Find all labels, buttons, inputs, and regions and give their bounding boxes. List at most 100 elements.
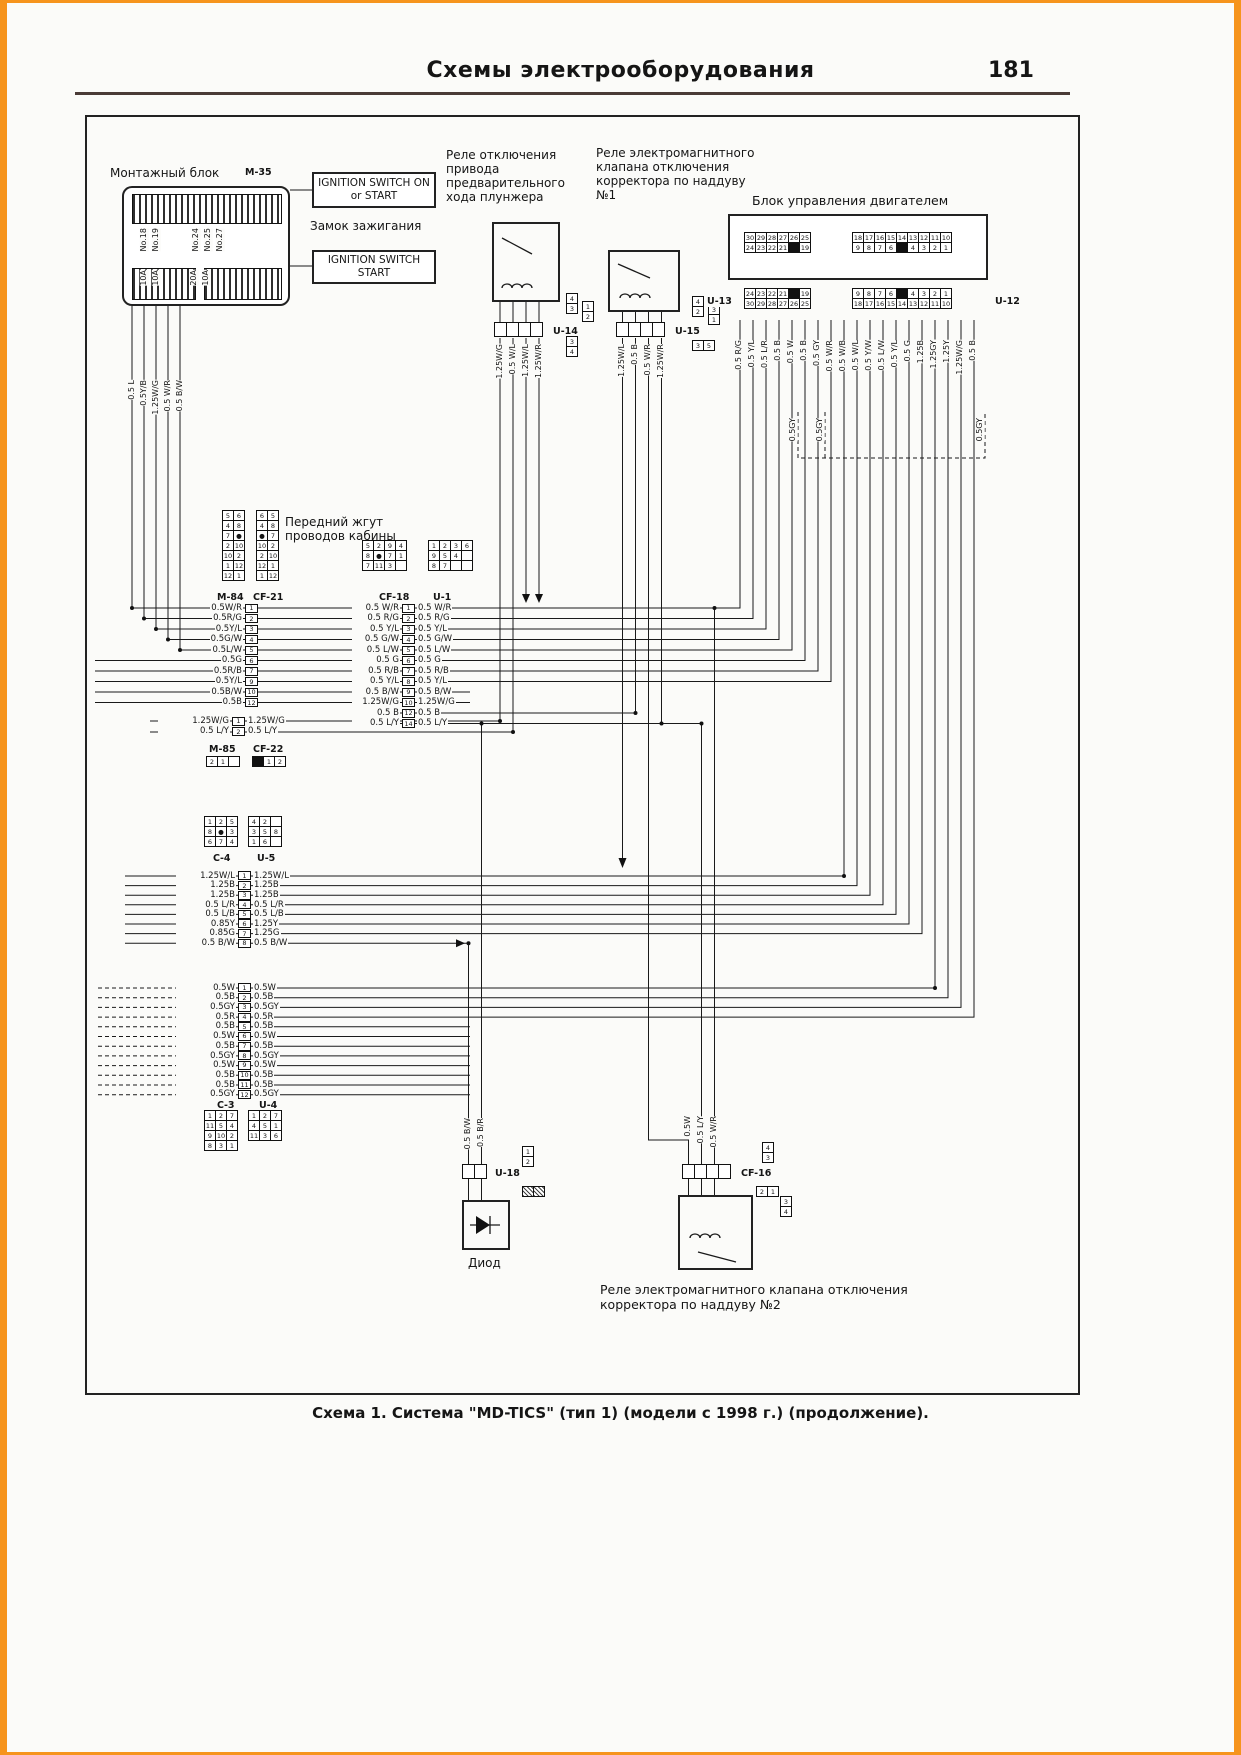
wire-label: 0.5R — [176, 1013, 236, 1022]
wire-label-cell: 0.5 R/G — [733, 340, 746, 370]
dashed-wire-label: 0.5GY — [975, 418, 985, 442]
pin-number: 9 — [402, 687, 415, 697]
page-title: Схемы электрооборудования — [426, 58, 815, 83]
wire-label: 0.5W — [253, 1031, 277, 1042]
connector-code-u5: U-5 — [256, 853, 277, 864]
wire-row: 1.25B 2 1.25B — [176, 881, 290, 891]
wire-label: 1.25B — [176, 881, 236, 890]
wire-label: 0.5 L/Y — [247, 726, 279, 737]
wire-label: 0.5W — [253, 982, 277, 993]
wire-label-cell: 1.25B — [915, 340, 928, 364]
wire-label: 0.5B/W — [210, 686, 243, 697]
wire-label: 0.85Y — [176, 920, 236, 929]
wire-row: 0.5 R/B 7 0.5 R/B — [352, 666, 456, 677]
wire-label: 0.5B — [253, 1079, 275, 1090]
wire-label: 0.5B — [176, 1071, 236, 1080]
wire-label: 0.5 B/W — [176, 939, 236, 948]
pin-number: 5 — [238, 909, 251, 919]
wire-row: 0.5GY 3 0.5GY — [176, 1002, 280, 1013]
pin-number: 10 — [238, 1070, 251, 1080]
wire-row: 0.5 L/Y 14 0.5 L/Y — [352, 718, 456, 729]
wire-label: 0.5 R/G — [352, 614, 400, 623]
wire-label: 0.5 L/R — [176, 901, 236, 910]
diagram-caption: Схема 1. Система "MD-TICS" (тип 1) (моде… — [312, 1404, 929, 1422]
wire-label: 0.5 B/W — [253, 937, 289, 948]
page-number: 181 — [988, 58, 1034, 83]
wire-label: 0.5 R/B — [352, 667, 400, 676]
wire-label-cell: 1.25W/R — [655, 344, 668, 378]
pin-number: 2 — [232, 727, 245, 736]
wire-label-cell: 0.5 L — [126, 380, 138, 400]
pin-number: 4 — [245, 635, 258, 644]
connector-code-u1: U-1 — [432, 592, 453, 603]
pin-number: 4 — [238, 900, 251, 910]
pin-number: 1 — [238, 983, 251, 993]
wire-label: 0.5 R/B — [417, 665, 450, 676]
pin-label-cell: No.25 — [202, 228, 214, 252]
wire-label: 1.25G — [253, 928, 281, 939]
wire-label: 0.5R/G — [212, 613, 243, 624]
connector-code-u18: U-18 — [494, 1168, 521, 1179]
fuse-label-cell: 10A — [150, 270, 162, 286]
fuse-label: 10A — [138, 270, 149, 286]
wire-row: 0.5 W/R 1 0.5 W/R — [352, 603, 456, 614]
pin-number: 6 — [238, 1031, 251, 1041]
wire-label: 1.25W/G — [495, 344, 505, 379]
fuse-label: 10A — [200, 270, 211, 286]
wire-row: 0.5W 6 0.5W — [176, 1031, 280, 1042]
pin-number: 1 — [238, 871, 251, 881]
wire-label: 1.25GY — [929, 340, 939, 369]
wire-label-cell: 0.5 G — [902, 340, 915, 362]
wire-label: 0.5 L/Y — [417, 718, 449, 729]
cab-harness-left-rows: 0.5W/R 1 0.5R/G 2 0.5Y/L 3 0.5G/W 4 0.5L… — [158, 603, 260, 708]
wire-label-cell: 0.5 Y/L — [889, 340, 902, 368]
pin-number: 8 — [238, 1051, 251, 1061]
wire-label-cell: 0.5 B/W — [174, 380, 186, 412]
header-rule — [75, 92, 1070, 95]
connector-code-m35: М-35 — [244, 167, 273, 178]
wire-label: 0.5 Y/W — [864, 340, 874, 371]
wire-row: 0.5B 11 0.5B — [176, 1080, 280, 1090]
wire-label: 0.5B — [176, 1081, 236, 1090]
wire-label: 0.5 G — [352, 656, 400, 665]
c4u5-rows: 1.25W/L 1 1.25W/L 1.25B 2 1.25B 1.25B 3 … — [176, 871, 290, 948]
wire-label: 0.5 L — [126, 380, 137, 400]
wire-row: 0.5 B/W 9 0.5 B/W — [352, 687, 456, 698]
fuse-label: 20A — [188, 270, 199, 286]
pin-number: 2 — [238, 881, 251, 891]
connector-code-u4: U-4 — [258, 1100, 279, 1111]
wire-label: 0.5 B — [417, 707, 442, 718]
pin-number: 7 — [402, 666, 415, 676]
connector-code-u12: U-12 — [994, 296, 1021, 307]
wire-label: 1.25B — [253, 889, 280, 900]
pin-label: No.25 — [202, 228, 213, 252]
wire-label-cell: 0.5 L/R — [759, 340, 772, 368]
wire-label-cell: 0.5 L/W — [876, 340, 889, 371]
wire-label: 0.5GY — [253, 1002, 280, 1013]
relay-boost1-box — [608, 250, 680, 312]
wire-row: 0.5B 12 — [158, 697, 260, 708]
wire-row: 0.5R/G 2 — [158, 613, 260, 624]
wire-row: 1.25W/G 1 1.25W/G — [158, 716, 286, 727]
dashed-wire-label: 0.5GY — [815, 418, 825, 442]
pin-number: 1 — [402, 603, 415, 613]
wire-row: 0.5L/W 5 — [158, 645, 260, 656]
wire-row: 0.5GY 12 0.5GY — [176, 1090, 280, 1100]
wire-label: 0.5 W/R — [162, 380, 173, 412]
wire-label: 1.25W/G — [955, 340, 965, 375]
fuse-label-cell: 10A — [138, 270, 150, 286]
relay-boost1-label: Реле электромагнитного клапана отключени… — [596, 146, 755, 203]
wire-label: 1.25Y — [253, 918, 280, 929]
wire-label: 0.5 B — [799, 340, 809, 361]
c3u4-rows: 0.5W 1 0.5W 0.5B 2 0.5B 0.5GY 3 0.5GY 0.… — [176, 982, 280, 1100]
pin-number: 3 — [245, 624, 258, 634]
wire-label-cell: 0.5 W/R — [642, 344, 655, 376]
wire-row: 0.5R 4 0.5R — [176, 1012, 280, 1022]
wire-label: 0.5 W/L — [851, 340, 861, 371]
wire-row: 0.5GY 8 0.5GY — [176, 1051, 280, 1061]
